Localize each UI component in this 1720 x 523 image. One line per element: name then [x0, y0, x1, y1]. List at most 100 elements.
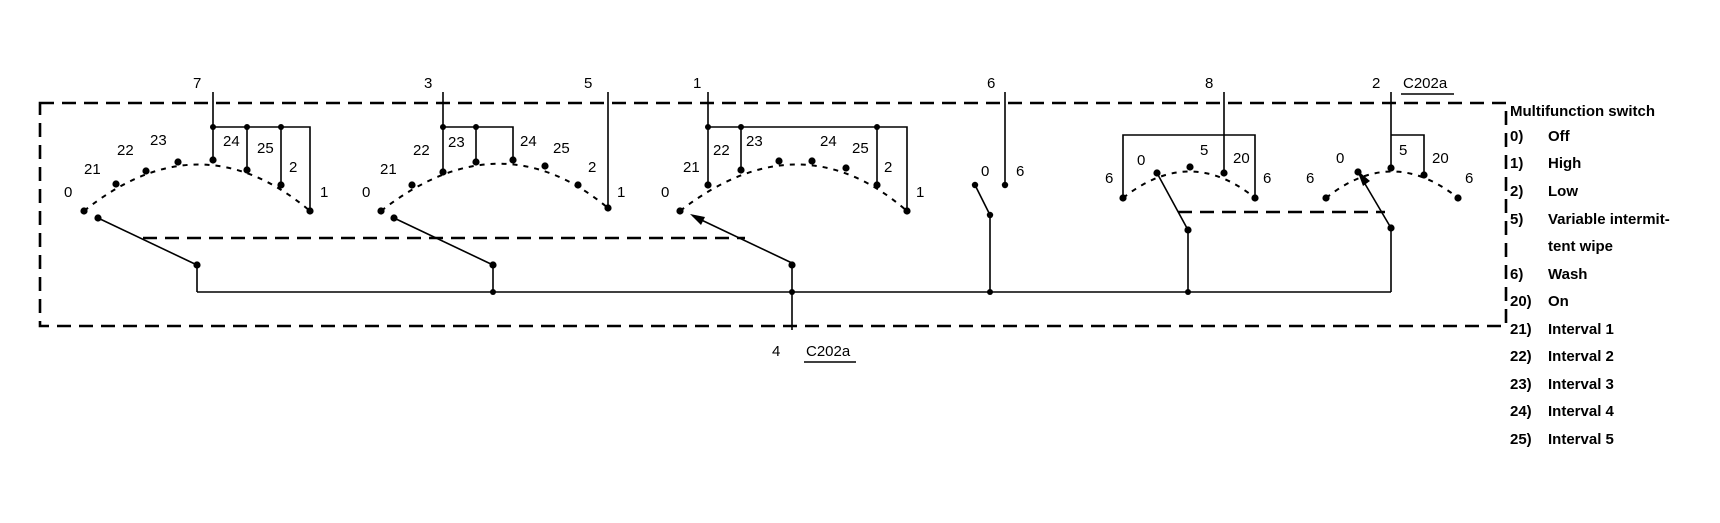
legend-text: Low: [1548, 183, 1578, 200]
legend-code: 1): [1510, 155, 1523, 172]
switch3-wiper-arrow: [690, 214, 705, 225]
legend-code: 5): [1510, 211, 1523, 228]
switch1-label-23: 23: [150, 132, 167, 149]
switch3-arc: [679, 163, 908, 212]
switch6-contact: [1420, 171, 1428, 179]
legend-code: 22): [1510, 348, 1532, 365]
pin-2-label: 2: [1372, 75, 1380, 92]
switch1-junction: [244, 124, 250, 130]
switch1-pivot: [193, 261, 201, 269]
switch5-contact: [1153, 169, 1161, 177]
legend-text: Interval 3: [1548, 376, 1614, 393]
legend-text: Interval 4: [1548, 403, 1615, 420]
legend-code: 0): [1510, 128, 1523, 145]
switch1-wiper: [97, 217, 198, 266]
switch6-label-6a: 6: [1306, 170, 1314, 187]
bus-junction: [1185, 289, 1191, 295]
switch3-wiper: [692, 215, 793, 264]
pin-1-label: 1: [693, 75, 701, 92]
switch1-contact: [142, 167, 150, 175]
switch2-contact: [408, 181, 416, 189]
switch2-label-22: 22: [413, 142, 430, 159]
switch3-contact: [676, 207, 684, 215]
switch2-contact: [541, 162, 549, 170]
switch6-label-0: 0: [1336, 150, 1344, 167]
bus-junction: [490, 289, 496, 295]
switch-housing-boundary: [38, 101, 1508, 328]
switch1-label-22: 22: [117, 142, 134, 159]
switch5-busbar: [1122, 134, 1256, 198]
legend-title: Multifunction switch: [1510, 103, 1655, 120]
pin-3-label: 3: [424, 75, 432, 92]
switch4-pivot: [986, 211, 994, 219]
pin-6-label: 6: [987, 75, 995, 92]
switch3-contact: [873, 181, 881, 189]
switch4-contact: [971, 181, 979, 189]
pin-4-label: 4: [772, 343, 780, 360]
legend-code: 21): [1510, 321, 1532, 338]
switch2-contact: [509, 156, 517, 164]
legend-text: Interval 2: [1548, 348, 1614, 365]
switch1-contact: [174, 158, 182, 166]
switch3-contact: [842, 164, 850, 172]
switch6-contact: [1454, 194, 1462, 202]
switch6-label-6b: 6: [1465, 170, 1473, 187]
switch6-contact: [1387, 164, 1395, 172]
legend-code: 24): [1510, 403, 1532, 420]
switch1-label-21: 21: [84, 161, 101, 178]
switch2-label-0: 0: [362, 184, 370, 201]
switch6-contact: [1354, 168, 1362, 176]
switch2-contact: [472, 158, 480, 166]
switch2-junction: [440, 124, 446, 130]
switch3-junction: [705, 124, 711, 130]
switch1-contact: [112, 180, 120, 188]
legend-list: 0) Off 1) High 2) Low 5) Variable interm…: [1510, 128, 1670, 448]
switch1-contact: [243, 166, 251, 174]
switch4-label-6: 6: [1016, 163, 1024, 180]
pin-5-label: 5: [584, 75, 592, 92]
switch3-busbar: [708, 126, 908, 211]
switch3-label-21: 21: [683, 159, 700, 176]
legend-text: Interval 5: [1548, 431, 1614, 448]
legend-code: 23): [1510, 376, 1532, 393]
legend-code: 20): [1510, 293, 1532, 310]
bus-junction: [987, 289, 993, 295]
switch6-label-20: 20: [1432, 150, 1449, 167]
switch5-contact: [1251, 194, 1259, 202]
switch5-label-20: 20: [1233, 150, 1250, 167]
switch3-label-1: 1: [916, 184, 924, 201]
switch2-label-23: 23: [448, 134, 465, 151]
legend-text: tent wipe: [1548, 238, 1613, 255]
legend-text: Wash: [1548, 266, 1587, 283]
switch1-junction: [278, 124, 284, 130]
switch3-label-22: 22: [713, 142, 730, 159]
switch1-contact: [277, 181, 285, 189]
switch6-pivot: [1387, 224, 1395, 232]
switch4-label-0: 0: [981, 163, 989, 180]
switch5-contact: [1119, 194, 1127, 202]
switch3-label-23: 23: [746, 133, 763, 150]
switch3-label-24: 24: [820, 133, 837, 150]
switch1-label-1: 1: [320, 184, 328, 201]
switch2-wiper: [393, 217, 494, 266]
switch2-label-24: 24: [520, 133, 537, 150]
switch1-label-24: 24: [223, 133, 240, 150]
switch3-label-2: 2: [884, 159, 892, 176]
switch3-label-0: 0: [661, 184, 669, 201]
switch1-contact: [80, 207, 88, 215]
bus-junction: [789, 289, 795, 295]
switch5-contact: [1220, 169, 1228, 177]
switch3-contact: [704, 181, 712, 189]
connector-label-bottom: C202a: [806, 343, 851, 360]
switch6-arc: [1325, 170, 1459, 199]
pin-8-label: 8: [1205, 75, 1213, 92]
switch2-label-2: 2: [588, 159, 596, 176]
pin-7-label: 7: [193, 75, 201, 92]
connector-label-top: C202a: [1403, 75, 1448, 92]
switch2-contact: [604, 204, 612, 212]
legend-text: On: [1548, 293, 1569, 310]
switch3-junction: [738, 124, 744, 130]
switch6-contact: [1322, 194, 1330, 202]
legend-text: Interval 1: [1548, 321, 1614, 338]
legend-text: Off: [1548, 128, 1571, 145]
